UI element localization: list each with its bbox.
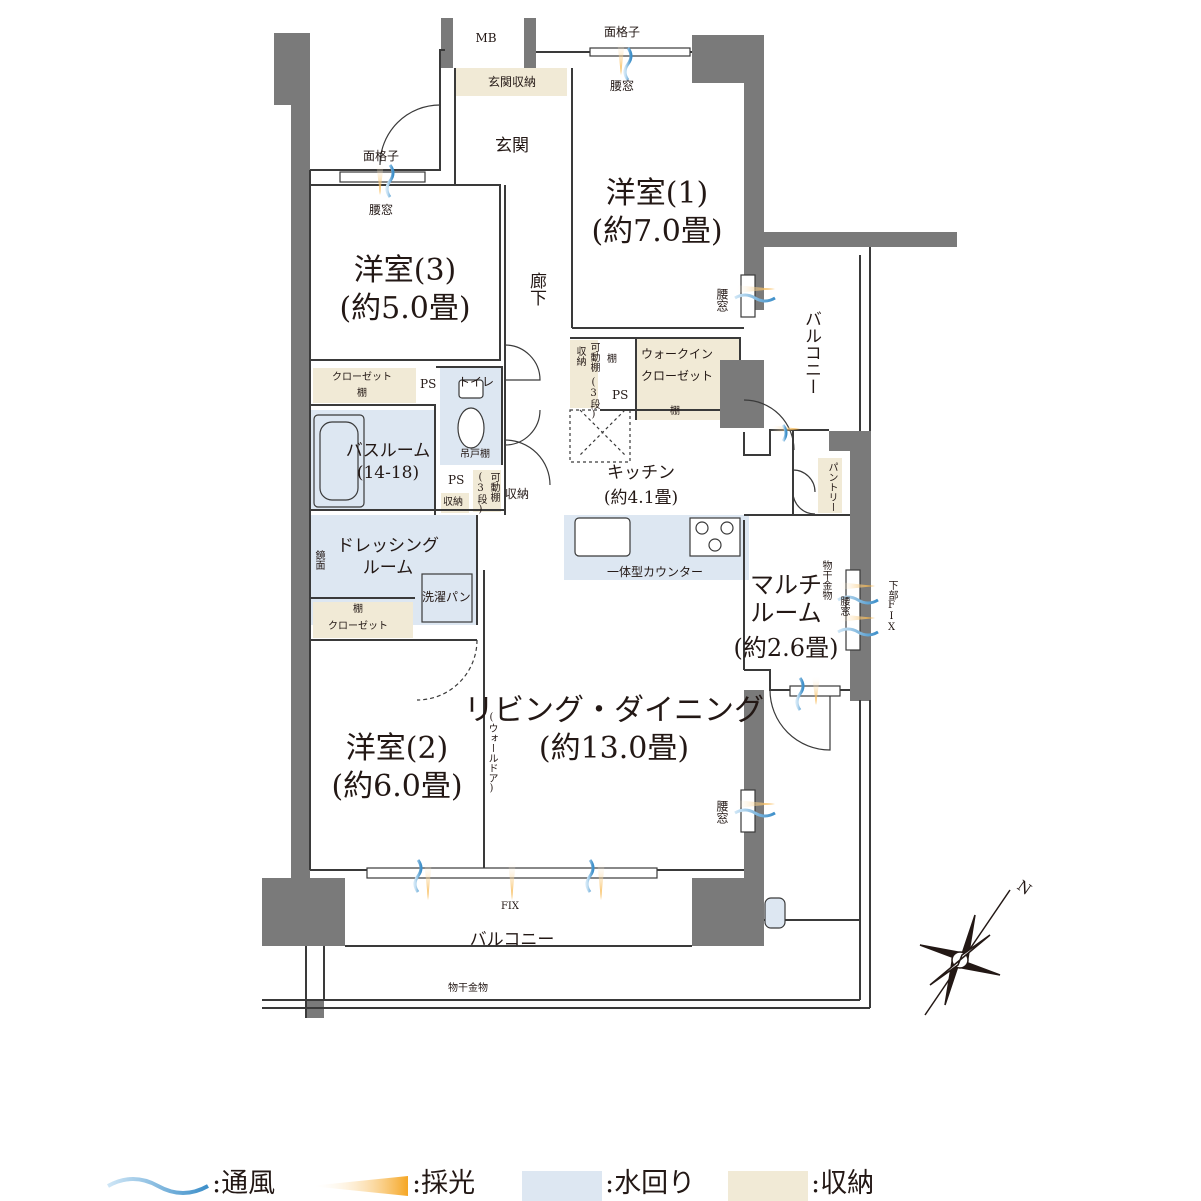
bathroom-size: (14-18) (356, 463, 420, 483)
western-room-1-name: 洋室(1) (605, 176, 709, 211)
compass-icon (919, 889, 1011, 1016)
entrance-label: 玄関 (495, 136, 529, 156)
multi-room-name-1: マルチ (750, 571, 822, 599)
toilet-label: トイレ (458, 375, 495, 389)
three-tier-label-2: (3段) (475, 472, 486, 515)
wind-marks (385, 47, 879, 893)
corridor-label: 廊下 (526, 272, 546, 306)
hanging-shelf-label: 吊戸棚 (460, 449, 490, 460)
legend-storage-swatch (728, 1171, 808, 1201)
waist-window-multi: 腰窓 (838, 596, 849, 616)
waist-window-top: 腰窓 (609, 79, 635, 93)
lower-fix-label: 下部FIX (886, 580, 897, 633)
entrance-storage-area (455, 68, 567, 96)
closet2-shelf-label: 棚 (353, 604, 363, 615)
walkin-shelf-label-1: 棚 (607, 354, 617, 365)
legend-water-label: :水回り (605, 1168, 696, 1199)
closet2-area (313, 602, 413, 638)
multi-room-size: (約2.6畳) (733, 634, 839, 663)
pantry-label: パントリー (826, 462, 837, 512)
compass-north-label: N (1014, 877, 1035, 899)
toilet-storage-label: 収納 (505, 487, 530, 501)
closet3-label: クローゼット (332, 372, 392, 383)
western-room-1-size: (約7.0畳) (591, 213, 723, 249)
balcony-right-label: バルコニー (801, 310, 821, 395)
toilet-fixture (457, 379, 485, 449)
multi-room-name-2: ルーム (750, 598, 822, 627)
light-arrows (376, 40, 820, 900)
western-room-2-size: (約6.0畳) (331, 768, 463, 804)
walkin-label-1: ウォークイン (641, 347, 714, 361)
western-room-1: 洋室(1) (約7.0畳) (591, 175, 722, 250)
drying-hardware-label-right: 物干金物 (820, 560, 831, 600)
waist-window-right-lower: 腰窓 (715, 800, 729, 824)
mb-label: MB (475, 31, 497, 45)
western-room-3: 洋室(3) (約5.0畳) (339, 252, 470, 327)
multi-room: マルチ ルーム (約2.6畳) (733, 571, 839, 663)
kitchen-fixtures (574, 517, 741, 557)
western-room-2-name: 洋室(2) (345, 731, 449, 766)
movable-shelf-label-1: 可動棚 (588, 342, 599, 372)
pantry-area (818, 458, 842, 513)
legend-light-label: :採光 (412, 1168, 476, 1199)
door-swings (379, 104, 831, 751)
walls (262, 18, 957, 1018)
storage-areas (313, 68, 842, 638)
outdoor-fixture (764, 897, 786, 929)
grille-label-left: 面格子 (362, 149, 400, 163)
walkin-label-2: クローゼット (641, 369, 714, 383)
western-room-3-size: (約5.0畳) (339, 290, 471, 326)
closet3-shelf-label: 棚 (357, 388, 367, 399)
balcony-bottom-label: バルコニー (469, 930, 555, 950)
small-storage-area (441, 493, 469, 513)
kitchen-name: キッチン (607, 463, 675, 483)
shelf-storage-label: 収納 (574, 346, 585, 366)
living-dining-size: (約13.0畳) (538, 730, 690, 766)
kitchen-size: (約4.1畳) (603, 488, 679, 508)
entrance-storage-label: 玄関収納 (487, 75, 537, 89)
mirror-label: 鏡面 (313, 550, 324, 570)
wall-door-label: (ウォールドア) (486, 712, 497, 794)
western-room-2: 洋室(2) (約6.0畳) (331, 730, 462, 805)
legend-wind-swatch (107, 1177, 209, 1195)
legend-storage-label: :収納 (811, 1168, 875, 1199)
dressing-name-1: ドレッシング (337, 536, 439, 556)
laundry-pan-fixture (421, 573, 473, 623)
waist-window-left: 腰窓 (368, 203, 394, 217)
legend-light-swatch (310, 1176, 408, 1196)
small-storage-label: 収納 (443, 497, 463, 508)
grille-label-top: 面格子 (603, 25, 641, 39)
waist-window-right-upper: 腰窓 (715, 288, 729, 312)
ps-label-1: PS (420, 377, 437, 391)
drying-hardware-label-bottom: 物干金物 (448, 983, 488, 994)
shelf-storage-area (570, 340, 598, 408)
dressing-name-2: ルーム (362, 558, 414, 578)
western-room-3-name: 洋室(3) (353, 253, 457, 288)
counter-label: 一体型カウンター (606, 565, 704, 579)
closet3-area (313, 368, 416, 403)
living-dining-name: リビング・ダイニング (464, 693, 764, 728)
closet2-label: クローゼット (328, 621, 388, 632)
movable-shelf-label-2: 可動棚 (488, 472, 499, 502)
living-dining: リビング・ダイニング (約13.0畳) (464, 692, 764, 767)
bathtub (313, 414, 365, 508)
ps-label-2: PS (612, 388, 629, 402)
toilet-shelf-area (473, 470, 501, 512)
light-arrows-horizontal (735, 285, 875, 808)
ps-label-3: PS (448, 473, 465, 487)
bathroom-name: バスルーム (345, 441, 431, 461)
legend-wind-label: :通風 (212, 1168, 276, 1199)
three-tier-label-1: (3段) (588, 377, 599, 420)
fix-label: FIX (500, 901, 520, 912)
walkin-shelf-label-2: 棚 (670, 406, 680, 417)
legend-water-swatch (522, 1171, 602, 1201)
laundry-pan-label: 洗濯パン (422, 590, 471, 604)
legend-swatches (107, 1171, 808, 1201)
